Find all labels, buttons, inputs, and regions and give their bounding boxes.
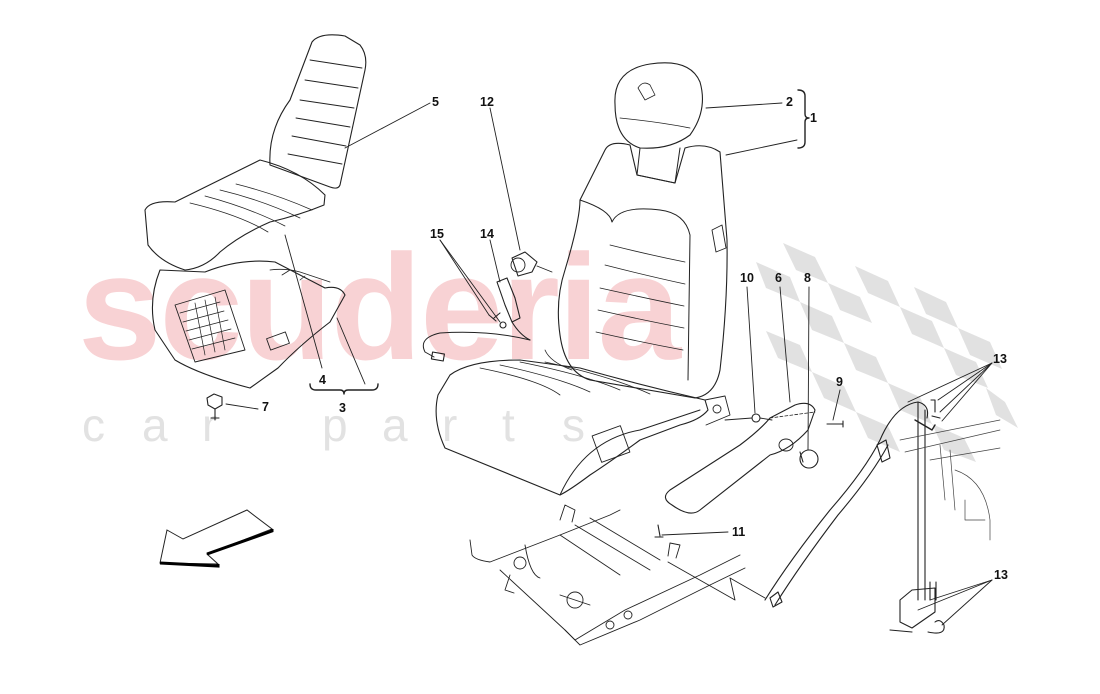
part-5-seat-cover (144, 34, 367, 271)
part-3-cushion-frame (151, 260, 346, 389)
part-2-headrest (614, 62, 703, 184)
watermark-letter: p (322, 399, 348, 451)
main-seat-cushion (435, 359, 731, 496)
callout-1[interactable]: 1 (810, 111, 817, 125)
watermark-letter: r (202, 399, 218, 451)
part-15-bolts (488, 312, 507, 329)
callout-14[interactable]: 14 (480, 227, 494, 241)
watermark-brand: scuderia (78, 223, 681, 391)
callout-5[interactable]: 5 (432, 95, 439, 109)
watermark-letter: s (562, 399, 585, 451)
part-6-side-trim (664, 402, 816, 514)
callout-8[interactable]: 8 (804, 271, 811, 285)
part-8-cap (799, 449, 819, 469)
watermark-letter: t (502, 399, 515, 451)
part-1-backrest (557, 142, 728, 399)
callout-9[interactable]: 9 (836, 375, 843, 389)
callout-10[interactable]: 10 (740, 271, 754, 285)
bracket-group-1 (797, 89, 810, 149)
callout-15[interactable]: 15 (430, 227, 444, 241)
checkered-flag-watermark (756, 243, 1018, 462)
seat-rail-frame (469, 504, 746, 646)
callout-6[interactable]: 6 (775, 271, 782, 285)
part-12-adjuster (510, 251, 553, 277)
callout-4[interactable]: 4 (319, 373, 326, 387)
part-13-seatbelt (764, 399, 945, 634)
callout-12[interactable]: 12 (480, 95, 494, 109)
part-14-seatbelt-buckle (422, 277, 573, 371)
front-of-vehicle-arrow-icon (159, 509, 274, 568)
callout-7[interactable]: 7 (262, 400, 269, 414)
callout-13-lower[interactable]: 13 (994, 568, 1008, 582)
watermark-letter: a (382, 399, 408, 451)
callout-3[interactable]: 3 (339, 401, 346, 415)
watermark-letter: r (442, 399, 458, 451)
callout-11[interactable]: 11 (732, 525, 746, 539)
bracket-group-3 (309, 383, 379, 395)
car-body-structure (899, 419, 1001, 541)
callout-2[interactable]: 2 (786, 95, 793, 109)
watermark-letter: c (82, 399, 105, 451)
part-11-screw (654, 524, 664, 538)
callout-13-upper[interactable]: 13 (993, 352, 1007, 366)
part-7-clip (206, 393, 259, 421)
watermark-letter: a (142, 399, 168, 451)
leader-lines (284, 102, 993, 626)
part-9-screw (826, 420, 844, 428)
part-10-nut (751, 413, 761, 423)
